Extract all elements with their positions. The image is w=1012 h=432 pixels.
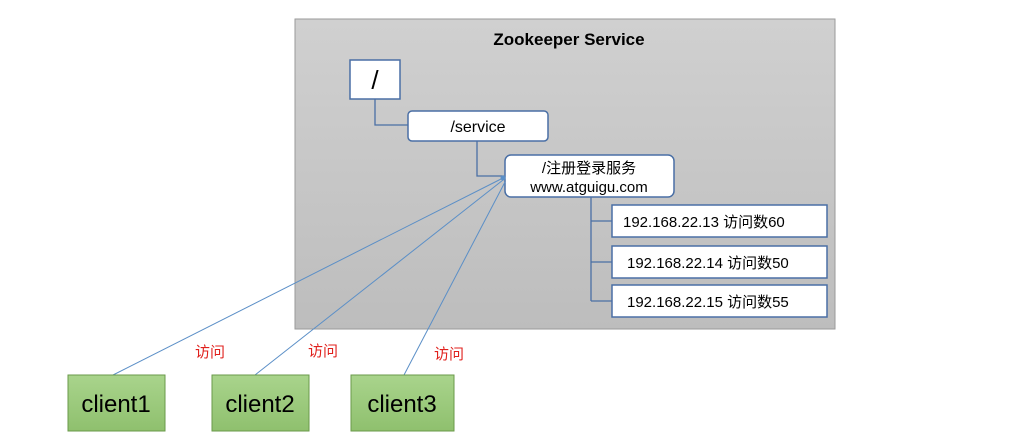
- client3-label: client3: [367, 391, 436, 418]
- client1-box[interactable]: client1: [67, 374, 166, 432]
- server-node-3[interactable]: 192.168.22.15 访问数55: [611, 284, 828, 318]
- client2-access-label: 访问: [308, 342, 338, 360]
- client2-label: client2: [225, 391, 294, 418]
- client1-access-label: 访问: [195, 343, 225, 361]
- service-node[interactable]: /service: [407, 110, 549, 142]
- client1-access-line: [112, 177, 504, 376]
- server-node-1[interactable]: 192.168.22.13 访问数60: [611, 204, 828, 238]
- service-to-registration-connector: [476, 140, 504, 177]
- access-lines: [112, 175, 506, 376]
- root-node-label: /: [371, 65, 379, 95]
- root-node[interactable]: /: [349, 59, 401, 100]
- server-node-3-label: 192.168.22.15 访问数55: [627, 294, 789, 311]
- client2-access-line: [254, 179, 504, 376]
- server-node-2-label: 192.168.22.14 访问数50: [627, 255, 789, 272]
- server-node-1-label: 192.168.22.13 访问数60: [623, 214, 785, 231]
- tree-connectors: [374, 99, 612, 302]
- registration-node-line2: www.atguigu.com: [529, 179, 648, 196]
- client3-access-label: 访问: [434, 345, 464, 363]
- registration-node-line1: /注册登录服务: [542, 160, 636, 177]
- client3-access-line: [403, 181, 506, 376]
- client3-box[interactable]: client3: [350, 374, 455, 432]
- registration-node[interactable]: /注册登录服务 www.atguigu.com: [504, 154, 675, 198]
- service-node-label: /service: [450, 119, 505, 136]
- access-endpoint-dot: [500, 175, 506, 181]
- server-node-2[interactable]: 192.168.22.14 访问数50: [611, 245, 828, 279]
- service-title: Zookeeper Service: [493, 30, 644, 49]
- root-to-service-connector: [374, 99, 408, 126]
- client1-label: client1: [81, 391, 150, 418]
- client2-box[interactable]: client2: [211, 374, 310, 432]
